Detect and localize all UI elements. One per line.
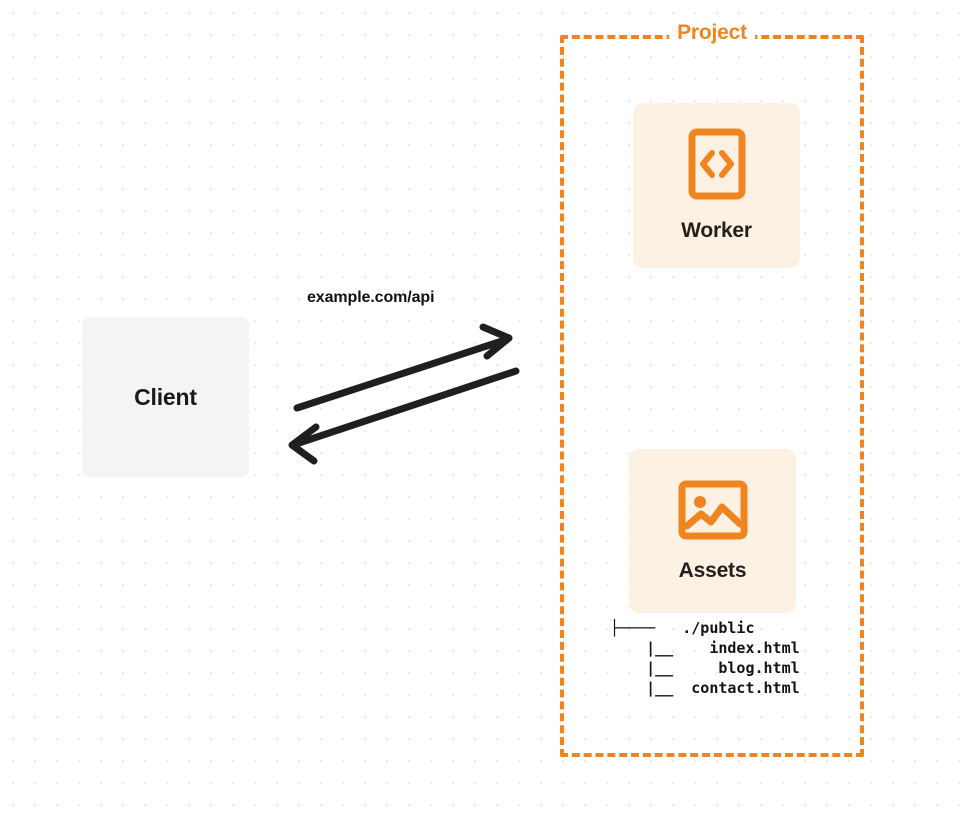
client-node[interactable]: Client [82, 317, 249, 477]
project-group: Project Worker Assets [560, 21, 864, 757]
project-title: Project [669, 21, 755, 45]
code-brackets-icon [688, 128, 746, 205]
assets-file-tree: ├──── ./public |__ index.html |__ blog.h… [610, 619, 800, 697]
client-node-label: Client [134, 383, 197, 410]
image-placeholder-icon [678, 480, 748, 545]
worker-node-label: Worker [681, 219, 752, 242]
worker-node[interactable]: Worker [633, 103, 800, 268]
response-arrow [288, 367, 520, 465]
connection-label: example.com/api [307, 289, 435, 306]
request-arrow [293, 323, 513, 412]
assets-node[interactable]: Assets [629, 449, 796, 613]
assets-node-label: Assets [678, 558, 747, 582]
